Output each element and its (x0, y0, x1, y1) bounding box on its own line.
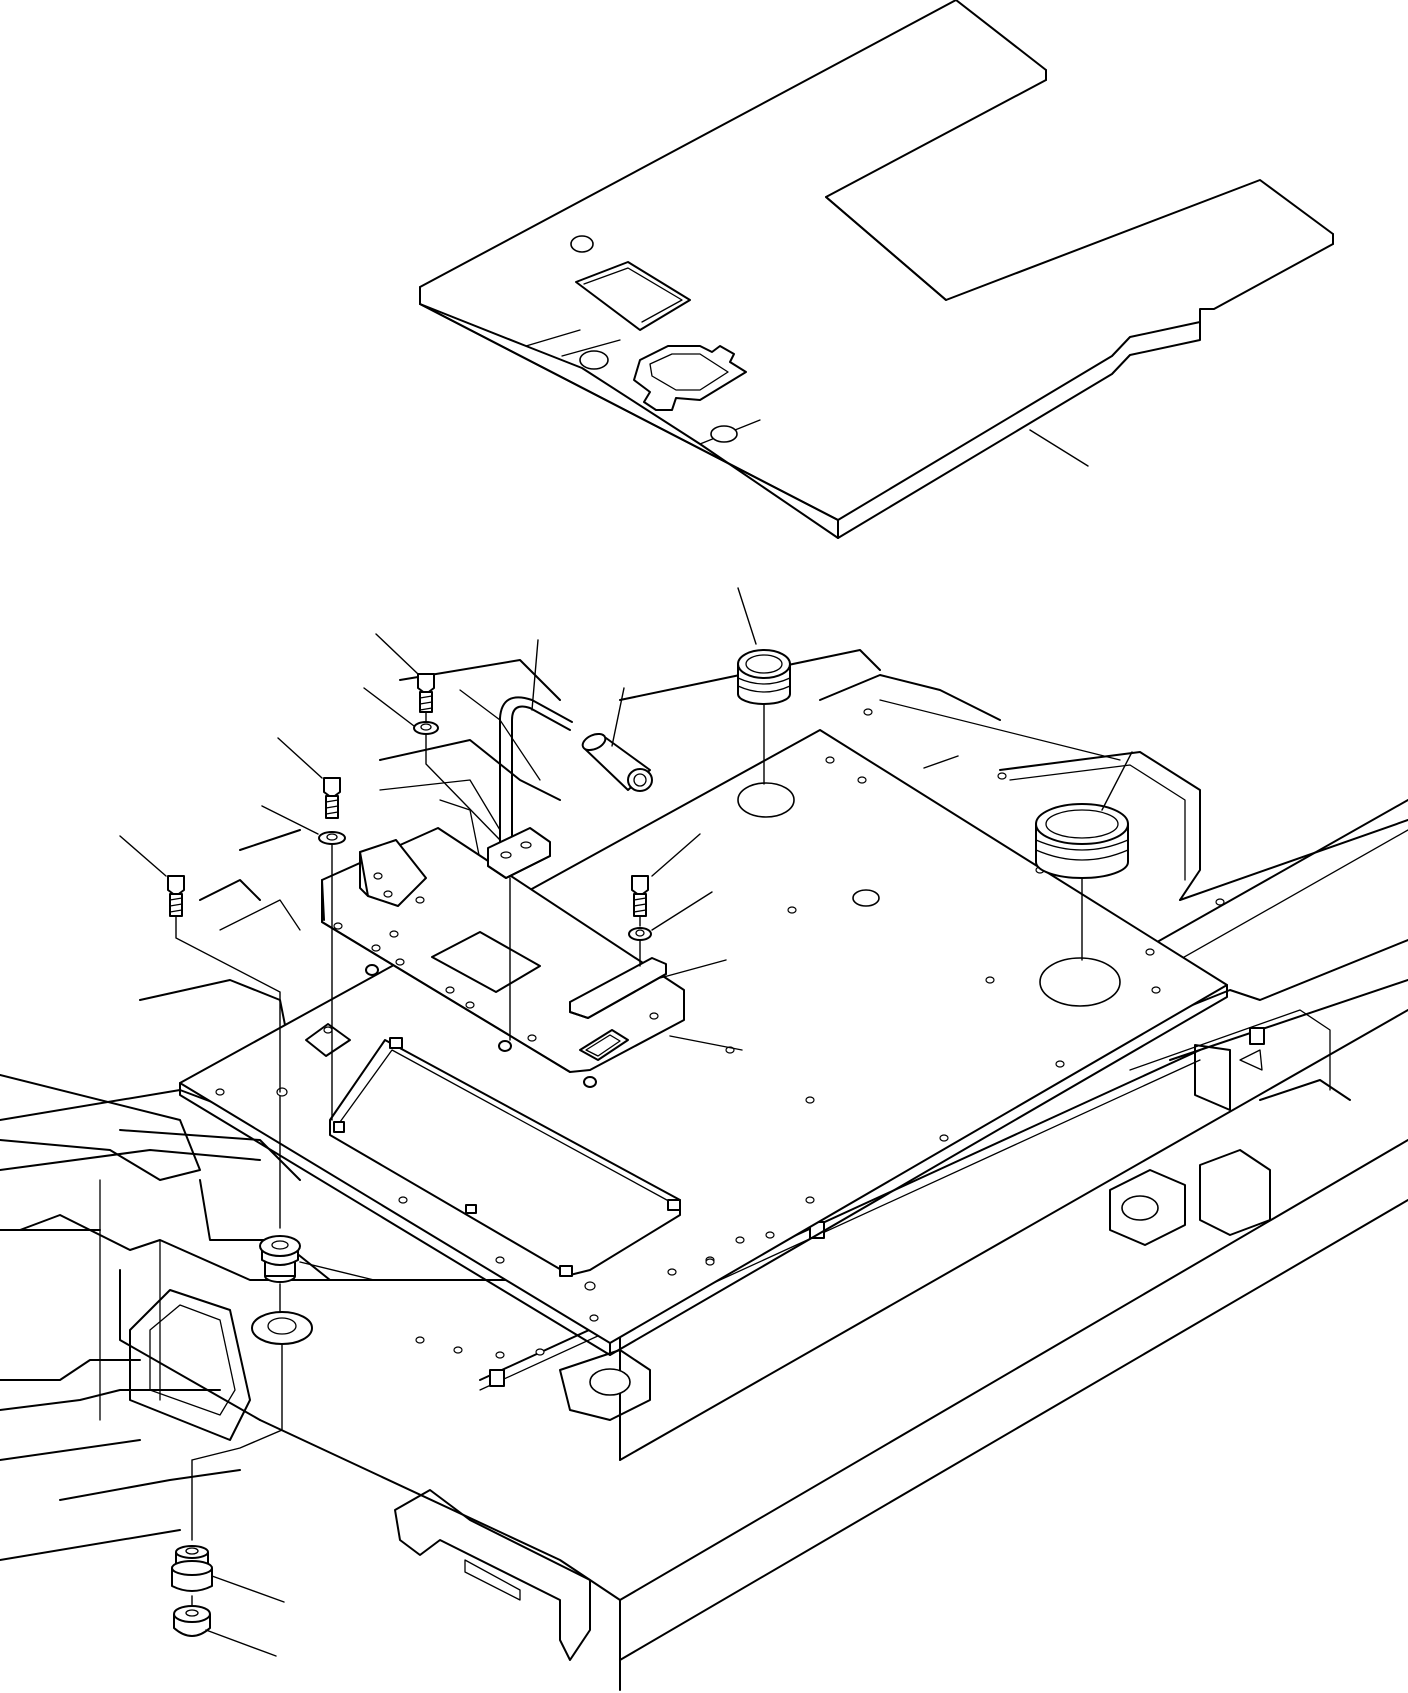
mount-seat (191, 1311, 313, 1541)
rubber-mount (259, 1095, 375, 1317)
leader-washer-3 (651, 891, 713, 931)
cab-frame (0, 649, 1408, 1691)
cap-small (737, 587, 791, 785)
leader-bracket-strip (659, 959, 727, 979)
frame-holes (415, 708, 1225, 1359)
cushion (171, 1545, 285, 1603)
floor-plate (179, 708, 1228, 1359)
leader-bolt-4 (651, 833, 701, 877)
leader-floor-mat (1029, 429, 1089, 467)
floor-mat (419, 0, 1334, 539)
bolt-3 (119, 835, 281, 1093)
leader-cap-large (1101, 751, 1133, 811)
bolt-2 (277, 737, 341, 819)
handle-sleeve (581, 687, 653, 792)
leader-stopper (205, 1629, 277, 1657)
leader-cap-small (737, 587, 757, 645)
bolt-1 (375, 633, 435, 723)
bracket-strip (569, 957, 727, 1019)
leader-floor-plate (923, 755, 959, 769)
leader-rubber-mount (299, 1261, 375, 1281)
washer-1 (363, 687, 501, 841)
washer-2 (261, 805, 346, 1121)
leader-bolt-2 (277, 737, 323, 779)
leader-washer-2 (261, 805, 319, 835)
bolt-4 (631, 833, 701, 927)
leader-bolt-3 (119, 835, 167, 877)
leader-grab-handle (531, 639, 539, 711)
stopper (173, 1595, 277, 1657)
leader-cushion (211, 1575, 285, 1603)
washer-3 (628, 891, 713, 967)
cap-large (1035, 751, 1133, 961)
leader-bolt-1 (375, 633, 419, 675)
leader-washer-1 (363, 687, 415, 727)
leader-upper-plate (669, 1035, 743, 1051)
grab-handle (487, 639, 573, 879)
leader-handle-sleeve (611, 687, 625, 747)
